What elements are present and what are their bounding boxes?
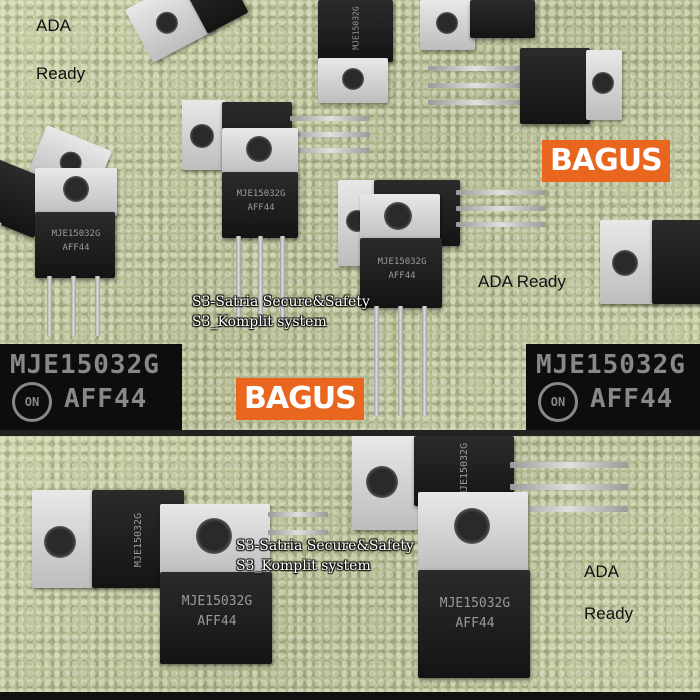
part-marking: MJE15032G (439, 596, 511, 611)
zoom-marking-left: MJE15032G ON AFF44 (0, 344, 182, 430)
bagus-badge-center: BAGUS (236, 378, 364, 420)
part-marking: MJE15032G (377, 257, 427, 267)
date-code-marking: AFF44 (197, 614, 237, 629)
date-code-marking: AFF44 (247, 203, 275, 213)
caption-ready: Ready (584, 604, 634, 623)
caption-ready: Ready (36, 64, 86, 83)
part-marking: MJE15032G (236, 189, 286, 199)
date-code-marking: AFF44 (455, 616, 495, 631)
panel-divider (0, 430, 700, 436)
top-photo-panel: MJE15032G MJE15032G AFF44 (0, 0, 700, 430)
caption-ada: ADA (36, 16, 71, 35)
bottom-edge (0, 692, 700, 700)
watermark-line2: S3_Komplit system (236, 558, 371, 574)
caption-ada: ADA (584, 562, 619, 581)
zoom-date-code: AFF44 (590, 384, 674, 414)
on-semi-logo-icon: ON (12, 382, 52, 422)
zoom-part-number: MJE15032G (536, 350, 686, 380)
part-marking: MJE15032G (351, 6, 361, 50)
caption-ada-ready: ADA Ready (478, 272, 566, 291)
zoom-date-code: AFF44 (64, 384, 148, 414)
watermark-line1: S3-Satria Secure&Safety (236, 538, 414, 554)
on-semi-logo-icon: ON (538, 382, 578, 422)
date-code-marking: AFF44 (62, 243, 90, 253)
bagus-badge-top-right: BAGUS (542, 140, 670, 182)
watermark-line2: S3_Komplit system (192, 314, 327, 330)
zoom-part-number: MJE15032G (10, 350, 160, 380)
part-marking: MJE15032G (133, 512, 144, 568)
bottom-photo-panel: MJE15032G MJE15032G AFF44 MJE15032G MJE1… (0, 436, 700, 692)
date-code-marking: AFF44 (388, 271, 416, 281)
zoom-marking-right: MJE15032G ON AFF44 (526, 344, 700, 430)
watermark-line1: S3-Satria Secure&Safety (192, 294, 370, 310)
part-marking: MJE15032G (181, 594, 253, 609)
part-marking: MJE15032G (51, 229, 101, 239)
